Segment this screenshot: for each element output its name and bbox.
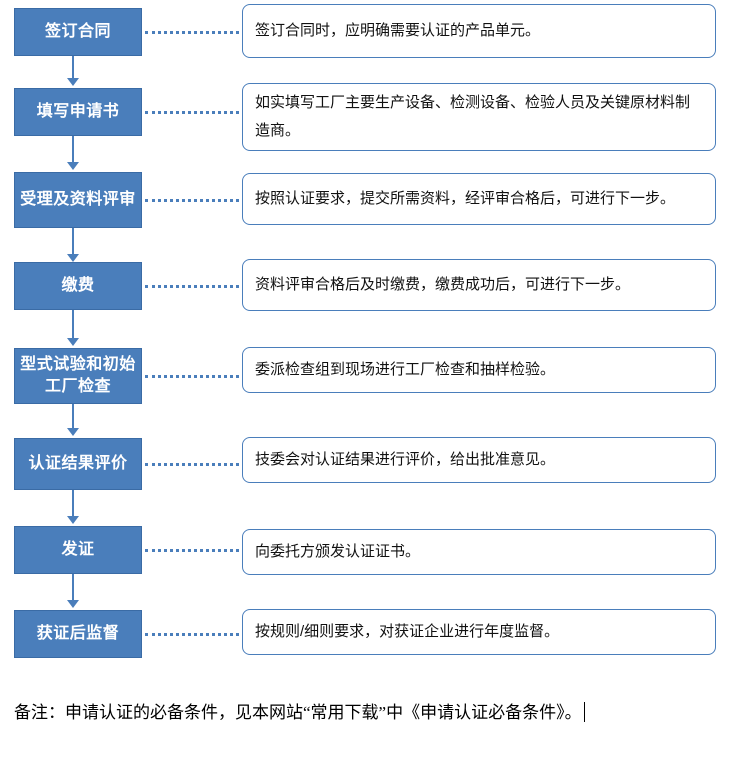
flow-step-label-1: 签订合同 [44,23,111,40]
flow-step-label-7: 发证 [61,541,95,558]
flow-step-box-2[interactable]: 填写申请书 [14,88,142,136]
flow-arrow-line-2 [72,136,74,164]
flow-note-text-1: 签订合同时，应明确需要认证的产品单元。 [255,22,541,39]
connector-dots-5 [145,375,239,380]
flow-arrow-head-6 [67,516,79,524]
footnote-content: 备注：申请认证的必备条件，见本网站“常用下载”中《申请认证必备条件》。 [14,703,582,722]
flow-arrow-line-3 [72,228,74,256]
flow-note-box-1: 签订合同时，应明确需要认证的产品单元。 [242,4,716,58]
flow-note-text-2: 如实填写工厂主要生产设备、检测设备、检验人员及关键原材料制造商。 [255,94,691,139]
footnote-text: 备注：申请认证的必备条件，见本网站“常用下载”中《申请认证必备条件》。 [14,694,714,732]
flow-arrow-line-1 [72,56,74,80]
connector-dots-8 [145,633,239,638]
flow-note-text-5: 委派检查组到现场进行工厂检查和抽样检验。 [255,361,556,378]
flow-step-box-8[interactable]: 获证后监督 [14,610,142,658]
flow-note-box-7: 向委托方颁发认证证书。 [242,529,716,575]
flow-step-label-5: 型式试验和初始工厂检查 [20,356,136,395]
flow-note-text-8: 按规则/细则要求，对获证企业进行年度监督。 [255,623,560,640]
flow-arrow-head-1 [67,78,79,86]
connector-dots-7 [145,549,239,554]
flow-note-text-7: 向委托方颁发认证证书。 [255,543,421,560]
flow-note-text-3: 按照认证要求，提交所需资料，经评审合格后，可进行下一步。 [255,190,676,207]
flow-step-box-3[interactable]: 受理及资料评审 [14,172,142,228]
flow-note-box-2: 如实填写工厂主要生产设备、检测设备、检验人员及关键原材料制造商。 [242,83,716,151]
flow-step-box-1[interactable]: 签订合同 [14,8,142,56]
text-cursor [583,702,585,722]
flow-note-text-4: 资料评审合格后及时缴费，缴费成功后，可进行下一步。 [255,276,631,293]
flow-step-box-4[interactable]: 缴费 [14,262,142,310]
flow-step-box-5[interactable]: 型式试验和初始工厂检查 [14,348,142,404]
flow-step-label-4: 缴费 [61,277,95,294]
flow-note-box-6: 技委会对认证结果进行评价，给出批准意见。 [242,437,716,483]
connector-dots-2 [145,111,239,116]
flow-note-text-6: 技委会对认证结果进行评价，给出批准意见。 [255,451,556,468]
connector-dots-4 [145,285,239,290]
flow-step-box-7[interactable]: 发证 [14,526,142,574]
flow-note-box-5: 委派检查组到现场进行工厂检查和抽样检验。 [242,347,716,393]
connector-dots-1 [145,31,239,36]
flow-arrow-head-4 [67,338,79,346]
flow-step-label-8: 获证后监督 [36,625,120,642]
flow-arrow-line-6 [72,490,74,518]
flow-arrow-line-7 [72,574,74,602]
flow-arrow-line-4 [72,310,74,340]
flow-arrow-head-2 [67,162,79,170]
flow-step-label-3: 受理及资料评审 [20,191,136,208]
flow-step-box-6[interactable]: 认证结果评价 [14,438,142,490]
flow-note-box-3: 按照认证要求，提交所需资料，经评审合格后，可进行下一步。 [242,173,716,225]
flow-arrow-line-5 [72,404,74,430]
flow-note-box-8: 按规则/细则要求，对获证企业进行年度监督。 [242,609,716,655]
connector-dots-3 [145,199,239,204]
flow-arrow-head-7 [67,600,79,608]
flow-step-label-2: 填写申请书 [36,103,120,120]
connector-dots-6 [145,463,239,468]
flow-arrow-head-5 [67,428,79,436]
flow-note-box-4: 资料评审合格后及时缴费，缴费成功后，可进行下一步。 [242,259,716,311]
flow-step-label-6: 认证结果评价 [28,455,128,472]
flow-arrow-head-3 [67,254,79,262]
